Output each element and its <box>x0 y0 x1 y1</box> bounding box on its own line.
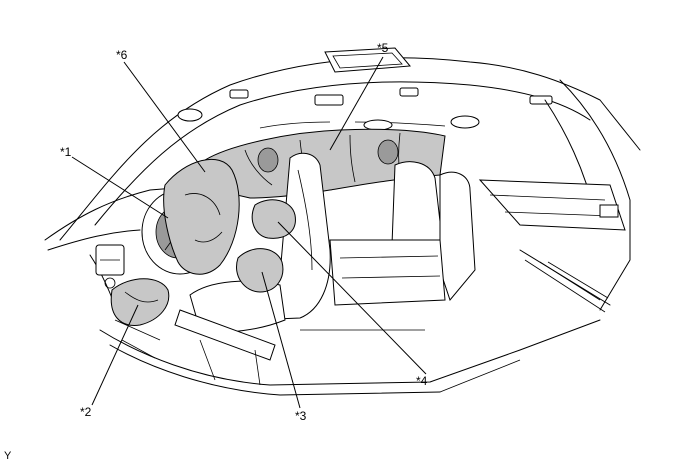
rear-seats <box>300 161 476 331</box>
leader-line-2 <box>91 304 139 406</box>
passenger-knee-airbag <box>236 248 284 293</box>
callout-1: *1 <box>60 145 72 159</box>
callout-6: *6 <box>116 48 128 62</box>
leader-line-4 <box>277 221 427 375</box>
floor <box>99 319 601 396</box>
leader-line-6 <box>123 61 206 173</box>
front-seat-side-airbag <box>251 199 296 239</box>
leader-line-3 <box>261 271 301 409</box>
callout-5: *5 <box>377 41 389 55</box>
callout-3: *3 <box>295 409 307 423</box>
knee-airbag <box>110 278 170 326</box>
callout-2: *2 <box>80 405 92 419</box>
cargo-area <box>478 79 631 313</box>
callout-4: *4 <box>416 374 428 388</box>
headliner <box>59 47 641 241</box>
figure-id-mark: Y <box>4 450 12 462</box>
dashboard <box>44 185 201 321</box>
front-seats <box>174 152 331 386</box>
leader-line-1 <box>71 156 169 219</box>
curtain-shield-airbag <box>204 128 446 199</box>
leader-lines <box>71 56 427 409</box>
front-passenger-airbag <box>163 158 240 275</box>
leader-line-5 <box>329 56 384 151</box>
